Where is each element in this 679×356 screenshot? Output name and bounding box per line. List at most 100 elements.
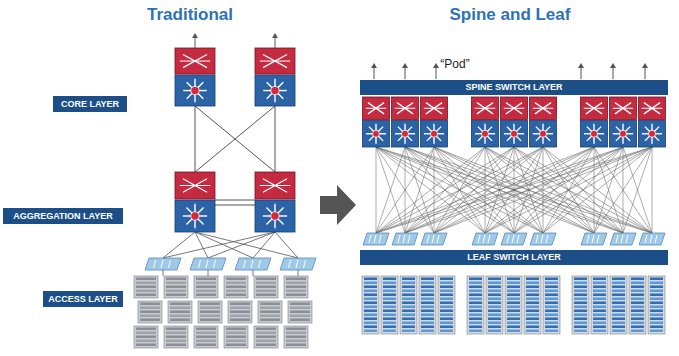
mesh-line: [405, 147, 652, 233]
core-switch-icon: [639, 97, 666, 147]
rack-unit: [230, 315, 250, 318]
access-switch-icon: [472, 233, 498, 245]
switch-body: [610, 121, 637, 148]
rack-unit: [440, 306, 453, 309]
rack-frame: [591, 276, 608, 334]
switch-top: [175, 172, 215, 199]
rack-unit: [574, 322, 587, 325]
rack-unit: [545, 302, 558, 305]
layer-label: SPINE SWITCH LAYER: [465, 82, 562, 93]
rack-unit: [226, 294, 246, 297]
switch-mark: [536, 235, 538, 243]
switch-face: [392, 233, 418, 245]
rack-frame: [168, 301, 192, 323]
rack-unit: [593, 306, 606, 309]
server-rack: [194, 326, 218, 348]
rack-frame: [258, 301, 282, 323]
arrow-head: [578, 63, 584, 68]
rack-unit: [226, 328, 246, 331]
rack-unit: [226, 286, 246, 289]
rack-unit: [469, 310, 482, 313]
rack-unit: [166, 344, 186, 347]
rack-unit: [196, 278, 216, 281]
rack-unit: [421, 318, 434, 321]
rack-unit: [383, 306, 396, 309]
switch-mark: [180, 185, 210, 186]
rack-unit: [631, 286, 644, 289]
rack-unit: [136, 340, 156, 343]
mesh-line: [623, 147, 652, 233]
server-rack: [224, 326, 248, 348]
rack-unit: [421, 294, 434, 297]
access-switch-icon: [190, 258, 226, 270]
access-switch-icon: [145, 258, 181, 270]
layer-label-box: AGGREGATION LAYER: [3, 208, 123, 224]
switch-body: [501, 121, 528, 148]
rack-unit: [526, 314, 539, 317]
rack-frame: [194, 276, 218, 298]
mesh-line: [376, 147, 623, 233]
rack-unit: [488, 310, 501, 313]
rack-frame: [438, 276, 455, 334]
layer-label: AGGREGATION LAYER: [13, 211, 113, 222]
server-rack: [288, 301, 312, 323]
rack-unit: [612, 294, 625, 297]
rack-unit: [507, 322, 520, 325]
rack-unit: [545, 290, 558, 293]
switch-mark: [251, 260, 253, 268]
rack-unit: [612, 278, 625, 281]
rack-unit: [507, 302, 520, 305]
rack-unit: [364, 298, 377, 301]
rack-unit: [166, 278, 186, 281]
rack-unit: [507, 326, 520, 329]
rack-unit: [364, 294, 377, 297]
rack-unit: [402, 322, 415, 325]
switch-mark: [512, 235, 514, 243]
switch-hub: [372, 130, 379, 137]
rack-unit: [140, 311, 160, 314]
rack-unit: [364, 322, 377, 325]
rack-unit: [650, 314, 663, 317]
rack-unit: [421, 278, 434, 281]
switch-face: [530, 233, 556, 245]
rack-unit: [526, 278, 539, 281]
switch-top: [175, 48, 215, 74]
switch-hub: [648, 130, 655, 137]
mesh-line: [376, 147, 485, 233]
rack-unit: [226, 340, 246, 343]
switch-mark: [398, 235, 400, 243]
rack-unit: [170, 311, 190, 314]
switch-face: [472, 233, 498, 245]
rack-unit: [469, 278, 482, 281]
server-rack: [543, 276, 560, 334]
rack-unit: [196, 328, 216, 331]
switch-mark: [296, 260, 298, 268]
access-switch-icon: [235, 258, 271, 270]
server-rack: [164, 276, 188, 298]
link-line: [253, 270, 254, 276]
rack-unit: [545, 278, 558, 281]
rack-unit: [574, 302, 587, 305]
server-rack: [362, 276, 379, 334]
rack-unit: [650, 302, 663, 305]
server-rack: [629, 276, 646, 334]
rack-unit: [488, 302, 501, 305]
access-switch-icon: [501, 233, 527, 245]
server-rack: [138, 301, 162, 323]
link-line: [275, 232, 298, 258]
rack-unit: [469, 286, 482, 289]
rack-unit: [170, 303, 190, 306]
rack-frame: [419, 276, 436, 334]
server-rack: [254, 276, 278, 298]
switch-body: [472, 121, 499, 148]
switch-face: [501, 233, 527, 245]
rack-unit: [166, 282, 186, 285]
rack-unit: [526, 318, 539, 321]
rack-unit: [469, 306, 482, 309]
switch-mark: [395, 108, 416, 109]
rack-unit: [488, 282, 501, 285]
switch-hub: [510, 130, 517, 137]
rack-frame: [134, 276, 158, 298]
mesh-line: [485, 147, 623, 233]
rack-unit: [469, 322, 482, 325]
